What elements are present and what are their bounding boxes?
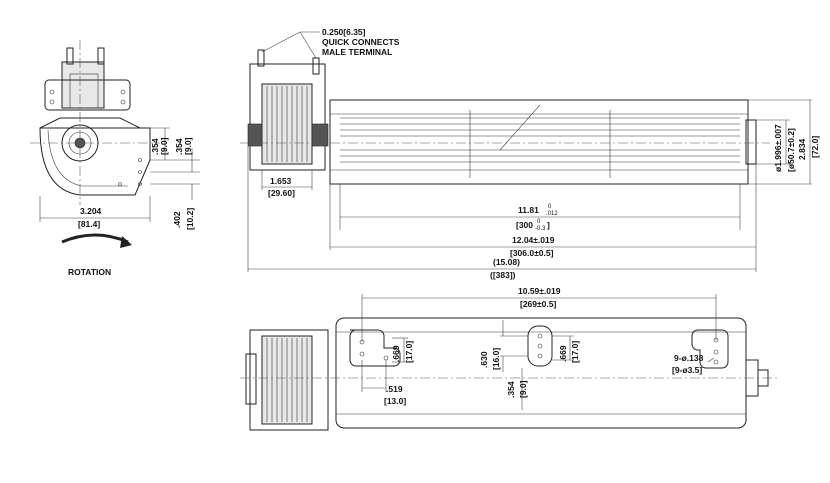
mount-slot-right [691,329,729,369]
motor-width-mm-label: [29.60] [268,188,295,198]
side-354b-mm-label: [9.0] [183,137,193,155]
front-view: 0.250[6.35] QUICK CONNECTS MALE TERMINAL [240,27,820,280]
holes-mm-label: [9-ø3.5] [672,365,702,375]
dia-label: ø1.996±.007 [773,124,783,172]
side-width-label: 3.204 [80,206,102,216]
mount-slot-middle [527,325,553,367]
holes-label: 9-ø.138 [674,353,704,363]
slot-519-label: .519 [386,384,403,394]
housing-len-mm-label: [306.0±0.5] [510,248,554,258]
side-view: .354 [9.0] .354 [9.0] .402 [10.2] 3.204 … [30,40,200,277]
slot-354-mm-label: [9.0] [518,380,528,398]
blade-len-sup-label: 0 [548,204,552,210]
side-motor-bracket [61,61,105,109]
terminal-size-label: 0.250[6.35] [322,27,366,37]
overall-len-label: (15.08) [493,257,520,267]
terminal-name-1-label: QUICK CONNECTS [322,37,400,47]
slot-669b-mm-label: [17.0] [570,341,580,363]
hole-span-label: 10.59±.019 [518,286,561,296]
slot-669a-label: .669 [391,345,401,362]
motor-width-label: 1.653 [270,176,292,186]
mount-slot-left [349,329,401,367]
blade-len-mm-sub-label: -0.3 [535,226,546,232]
side-402-label: .402 [172,211,182,228]
blade-len-label: 11.81 [518,205,539,215]
slot-630-label: .630 [479,351,489,368]
side-354a-mm-label: [9.0] [159,137,169,155]
side-354a-label: .354 [150,138,160,155]
rotation-label: ROTATION [68,267,111,277]
slot-669b-label: .669 [558,345,568,362]
hole-span-mm-label: [269±0.5] [520,299,556,309]
slot-354-label: .354 [506,381,516,398]
blade-len-mm-close-label: ] [547,220,550,230]
blade-len-mm-label: [300 [516,220,533,230]
height-label: 2.834 [797,138,807,160]
blade-len-sub-label: .012 [546,211,558,217]
slot-630-mm-label: [16.0] [491,348,501,370]
dia-mm-label: [ø50.7±0.2] [786,128,796,172]
side-354b-label: .354 [174,138,184,155]
front-housing [329,99,749,185]
housing-len-label: 12.04±.019 [512,235,555,245]
front-motor-frame [249,63,326,171]
overall-len-mm-label: ([383]) [490,270,516,280]
slot-519-mm-label: [13.0] [384,396,406,406]
bottom-view: 10.59±.019 [269±0.5] .669 [17.0] .519 [1… [240,286,780,431]
bottom-motor-frame [249,329,329,431]
slot-669a-mm-label: [17.0] [404,341,414,363]
side-width-mm-label: [81.4] [78,219,100,229]
blade-len-mm-sup-label: 0 [537,219,541,225]
side-scroll-housing [39,127,151,196]
side-402-mm-label: [10.2] [185,208,195,230]
rotation-arrow [61,233,129,244]
height-mm-label: [72.0] [810,136,820,158]
terminal-name-2-label: MALE TERMINAL [322,47,392,57]
